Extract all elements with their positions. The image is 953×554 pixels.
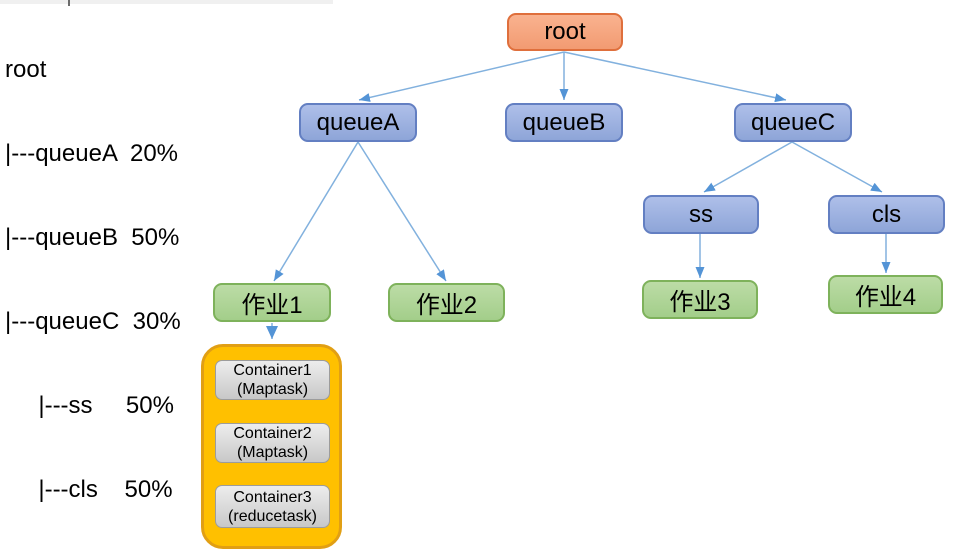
node-job1: 作业1 [213, 283, 331, 322]
node-queueC: queueC [734, 103, 852, 142]
node-job4: 作业4 [828, 275, 943, 314]
screenshot-artifact-bar [0, 0, 333, 4]
container-1-type: (Maptask) [236, 381, 309, 398]
queue-config-line-cls: |---cls 50% [5, 476, 173, 503]
node-queueB: queueB [505, 103, 623, 142]
queue-config-line-queueB: |---queueB 50% [5, 224, 180, 251]
container-box-2: Container2 (Maptask) [215, 423, 330, 463]
edge-root-queueC [563, 51, 787, 103]
queue-config-line-root: root [5, 56, 47, 83]
node-job2: 作业2 [388, 283, 505, 322]
container-group: Container1 (Maptask) Container2 (Maptask… [201, 344, 342, 549]
screenshot-artifact-tick [68, 0, 70, 6]
edge-root-queueA [358, 51, 565, 102]
queue-config-text: root |---queueA 20% |---queueB 50% |---q… [5, 0, 181, 532]
container-1-name: Container1 [233, 362, 312, 379]
node-queueA: queueA [299, 103, 417, 142]
node-job3: 作业3 [642, 280, 758, 319]
edge-queueC-ss [703, 141, 793, 193]
container-3-type: (reducetask) [228, 507, 317, 525]
edge-queueA-job2 [357, 141, 447, 282]
container-2-name: Container2 [233, 425, 312, 442]
edge-queueC-cls [791, 141, 883, 193]
edge-queueA-job1 [273, 141, 359, 282]
container-box-3: Container3 (reducetask) [215, 485, 330, 528]
container-box-1: Container1 (Maptask) [215, 360, 330, 400]
node-root: root [507, 13, 623, 51]
container-3-name: Container3 [233, 488, 312, 506]
container-2-type: (Maptask) [236, 444, 309, 461]
queue-config-line-queueC: |---queueC 30% [5, 308, 181, 335]
node-ss: ss [643, 195, 759, 234]
node-cls: cls [828, 195, 945, 234]
queue-config-line-ss: |---ss 50% [5, 392, 174, 419]
queue-config-line-queueA: |---queueA 20% [5, 140, 179, 167]
